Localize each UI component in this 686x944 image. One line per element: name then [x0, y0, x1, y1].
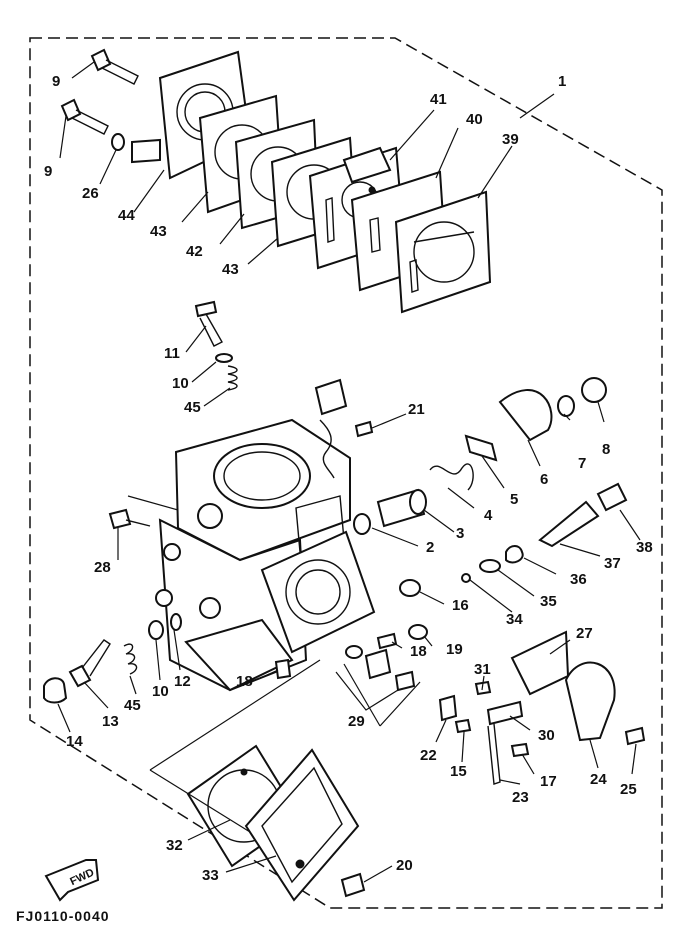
leader-lines [57, 61, 641, 883]
label-part-20: 20 [396, 857, 413, 874]
diagram-code: FJ0110-0040 [16, 908, 110, 924]
label-part-6: 6 [540, 471, 548, 488]
label-part-8: 8 [602, 441, 610, 458]
lower-right-parts [345, 579, 646, 785]
label-part-9b: 9 [44, 163, 52, 180]
label-part-27: 27 [576, 625, 593, 642]
label-part-16: 16 [452, 597, 469, 614]
label-part-4: 4 [484, 507, 493, 524]
label-part-5: 5 [510, 491, 518, 508]
top-plate-stack [131, 50, 492, 314]
label-part-29: 29 [348, 713, 365, 730]
label-part-10b: 10 [152, 683, 169, 700]
label-part-1: 1 [558, 73, 566, 90]
label-part-9a: 9 [52, 73, 60, 90]
label-part-45b: 45 [124, 697, 141, 714]
label-part-28: 28 [94, 559, 111, 576]
label-part-34: 34 [506, 611, 523, 628]
needle-valve [461, 482, 628, 583]
label-part-11: 11 [164, 345, 180, 362]
label-part-23: 23 [512, 789, 529, 806]
label-part-19: 19 [446, 641, 463, 658]
label-part-12: 12 [174, 673, 191, 690]
lower-left-parts [43, 508, 292, 704]
label-part-32: 32 [166, 837, 183, 854]
label-part-42: 42 [186, 243, 203, 260]
adjust-screw-11 [194, 300, 238, 391]
assembly-boundary [29, 37, 663, 909]
label-part-33: 33 [202, 867, 219, 884]
fwd-arrow-icon: FWD [44, 859, 100, 902]
label-part-10a: 10 [172, 375, 189, 392]
label-part-36: 36 [570, 571, 587, 588]
label-part-44: 44 [118, 207, 135, 224]
label-part-43b: 43 [222, 261, 239, 278]
label-part-2: 2 [426, 539, 434, 556]
label-part-3: 3 [456, 525, 464, 542]
label-part-18b: 18 [236, 673, 253, 690]
label-part-26: 26 [82, 185, 99, 202]
label-part-30: 30 [538, 727, 555, 744]
label-part-7: 7 [578, 455, 586, 472]
label-part-43a: 43 [150, 223, 167, 240]
label-part-22: 22 [420, 747, 437, 764]
label-part-40: 40 [466, 111, 483, 128]
label-part-25: 25 [620, 781, 637, 798]
label-part-35: 35 [540, 593, 557, 610]
label-part-14: 14 [66, 733, 83, 750]
label-part-38: 38 [636, 539, 653, 556]
label-part-31: 31 [474, 661, 491, 678]
label-part-21: 21 [408, 401, 425, 418]
carburetor-body [155, 378, 376, 692]
label-part-37: 37 [604, 555, 621, 572]
label-part-18a: 18 [410, 643, 427, 660]
label-part-13: 13 [102, 713, 119, 730]
label-part-45a: 45 [184, 399, 201, 416]
throttle-parts [353, 377, 607, 535]
part-labels: 1 9 9 26 44 43 42 43 41 40 39 11 10 45 2… [44, 73, 653, 884]
label-part-15: 15 [450, 763, 467, 780]
label-part-39: 39 [502, 131, 519, 148]
screws-9 [60, 48, 139, 151]
label-part-41: 41 [430, 91, 447, 108]
label-part-24: 24 [590, 771, 607, 788]
label-part-17: 17 [540, 773, 557, 790]
